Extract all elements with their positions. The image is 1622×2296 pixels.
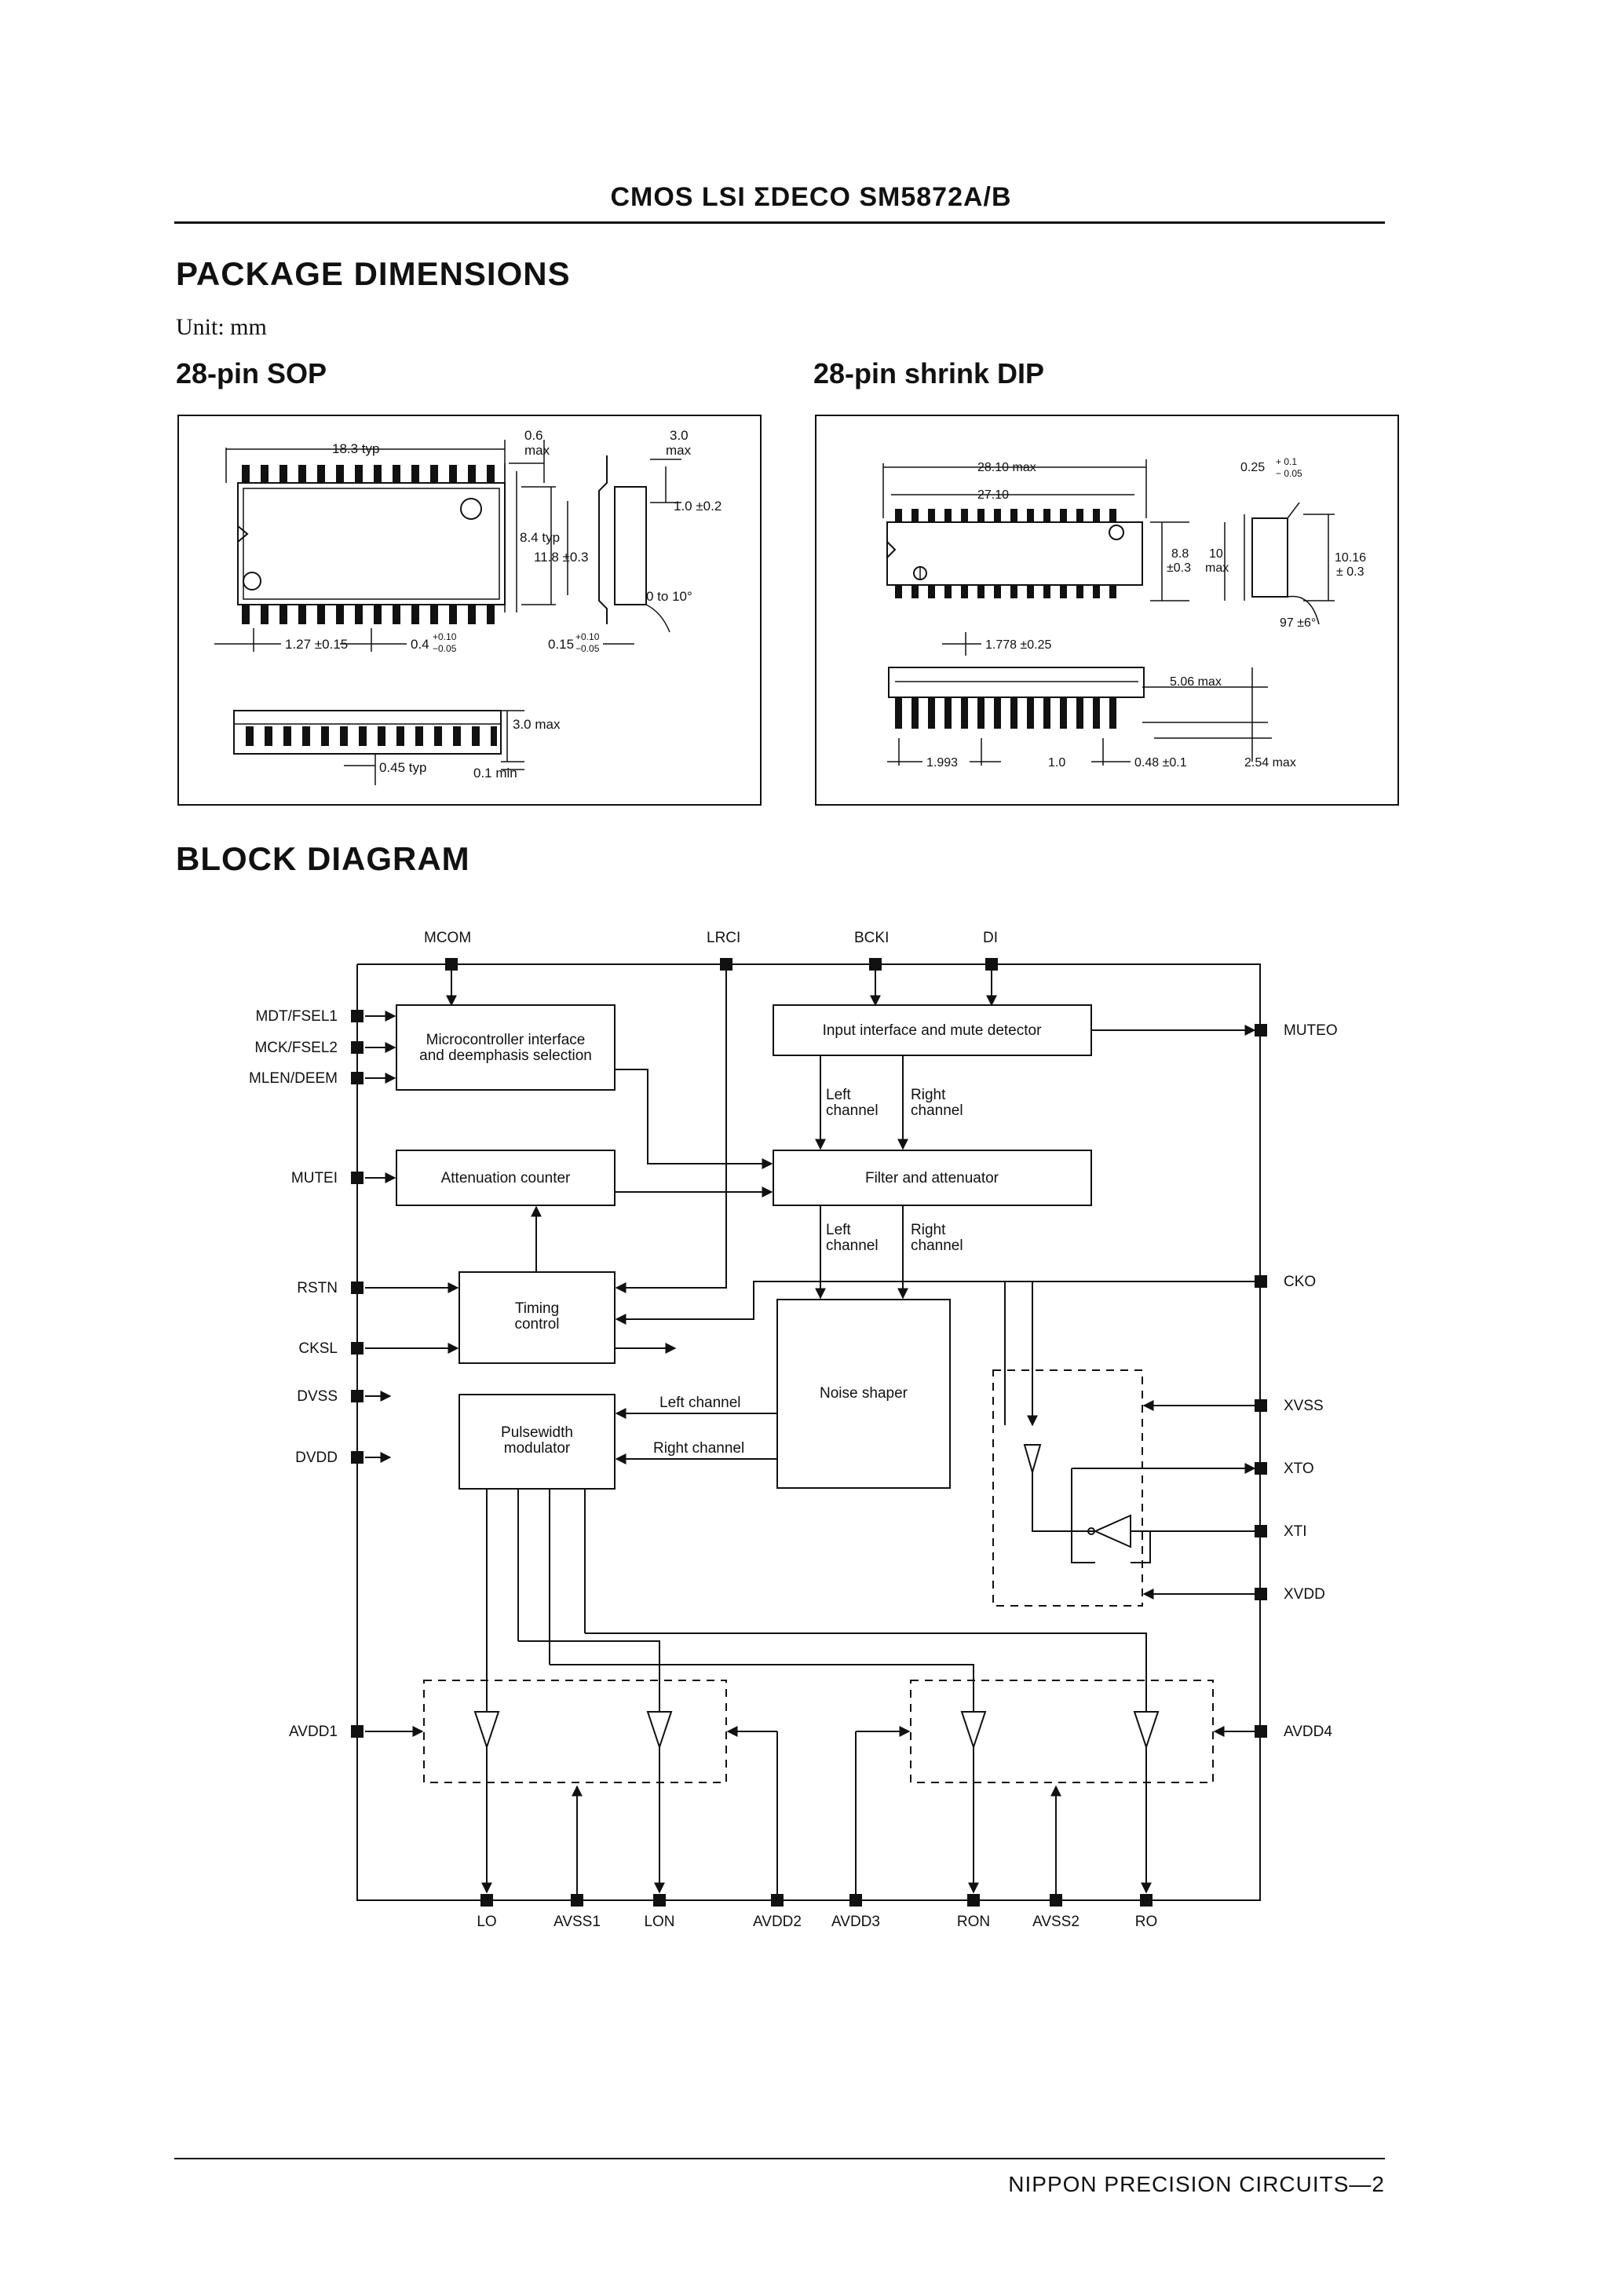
- sop-dim-0-6: 0.6: [524, 428, 543, 443]
- sop-dim-angle: 0 to 10°: [646, 589, 692, 604]
- pin-mdt-fsel1: MDT/FSEL1: [255, 1008, 338, 1025]
- block-diagram-heading: BLOCK DIAGRAM: [176, 840, 470, 877]
- dip-dim-10-16: 10.16: [1335, 551, 1366, 565]
- dip-dim-0-25-plus: + 0.1: [1276, 456, 1297, 467]
- unit-label: Unit: mm: [176, 314, 267, 340]
- sop-dim-lead-tol-minus: −0.05: [433, 643, 457, 654]
- block-timing-line2: control: [514, 1316, 559, 1333]
- sop-panel: 18.3 typ 0.6 max 3.0 max 1.0 ±0.2 8.4 ty…: [177, 415, 762, 806]
- sop-dim-3-0-max: max: [666, 443, 692, 458]
- pin-avdd1: AVDD1: [289, 1724, 338, 1740]
- pin-ro: RO: [1135, 1914, 1158, 1930]
- pin-xvss: XVSS: [1284, 1398, 1324, 1414]
- pin-avss2: AVSS2: [1032, 1914, 1080, 1930]
- dip-panel: 28.10 max 27.10 0.25 + 0.1 − 0.05 8.8 ±0…: [815, 415, 1399, 806]
- header-rule: [174, 221, 1385, 224]
- sop-dim-thick: 0.15: [548, 637, 574, 652]
- dip-dim-0-48: 0.48 ±0.1: [1134, 756, 1187, 770]
- sop-dim-lead-tol-plus: +0.10: [433, 631, 457, 642]
- label-left-channel-2: channel: [826, 1238, 879, 1254]
- sop-dim-length: 18.3 typ: [332, 441, 380, 456]
- pin-avdd2: AVDD2: [753, 1914, 802, 1930]
- pin-cko: CKO: [1284, 1274, 1316, 1290]
- sop-dim-width: 0.45 typ: [379, 760, 427, 775]
- sop-dim-0-6-max: max: [524, 443, 550, 458]
- block-attenuation-counter: Attenuation counter: [441, 1170, 571, 1186]
- dip-dim-pitch: 1.778 ±0.25: [985, 638, 1052, 652]
- sop-dim-3-0: 3.0: [670, 428, 689, 443]
- dip-dim-body: 27.10: [977, 488, 1009, 502]
- pin-lrci: LRCI: [707, 930, 740, 946]
- pin-mcom: MCOM: [424, 930, 471, 946]
- pin-avdd3: AVDD3: [831, 1914, 880, 1930]
- dip-dim-length: 28.10 max: [977, 461, 1036, 474]
- sop-dim-1-0: 1.0 ±0.2: [674, 499, 721, 514]
- pin-mck-fsel2: MCK/FSEL2: [254, 1040, 338, 1056]
- block-pwm-line1: Pulsewidth: [501, 1424, 573, 1441]
- dip-title: 28-pin shrink DIP: [813, 357, 1045, 389]
- label-left-2: Left: [826, 1222, 851, 1238]
- label-right-channel-2: channel: [911, 1238, 963, 1254]
- dip-dim-1-0: 1.0: [1048, 756, 1065, 770]
- dip-dim-10-max: max: [1205, 561, 1229, 575]
- dip-dim-8-8: 8.8: [1171, 547, 1189, 561]
- sop-dim-thick-tol-minus: −0.05: [575, 643, 600, 654]
- pin-dvss: DVSS: [297, 1388, 338, 1405]
- dip-drawing: 28.10 max 27.10 0.25 + 0.1 − 0.05 8.8 ±0…: [882, 456, 1366, 770]
- pin-mutei: MUTEI: [291, 1170, 338, 1186]
- pin-xto: XTO: [1284, 1461, 1314, 1477]
- label-left-channel-1: channel: [826, 1102, 879, 1119]
- dip-dim-10: 10: [1209, 547, 1223, 561]
- label-left-1: Left: [826, 1087, 851, 1103]
- sop-dim-pitch: 1.27 ±0.15: [285, 637, 348, 652]
- sop-drawing: 18.3 typ 0.6 max 3.0 max 1.0 ±0.2 8.4 ty…: [214, 428, 721, 785]
- sop-dim-thick-tol-plus: +0.10: [575, 631, 600, 642]
- dip-dim-2-54: 2.54 max: [1244, 756, 1296, 770]
- block-noise-shaper: Noise shaper: [820, 1385, 908, 1402]
- pin-di: DI: [983, 930, 998, 946]
- dip-dim-10-16-tol: ± 0.3: [1336, 565, 1364, 579]
- label-right-channel-1: channel: [911, 1102, 963, 1119]
- label-right-channel-pwm: Right channel: [653, 1440, 744, 1457]
- pin-avdd4: AVDD4: [1284, 1724, 1332, 1740]
- dip-dim-1-993: 1.993: [926, 756, 958, 770]
- label-right-1: Right: [911, 1087, 946, 1103]
- dip-dim-0-25-minus: − 0.05: [1276, 468, 1302, 479]
- sop-dim-standoff: 0.1 min: [473, 766, 517, 781]
- block-micro-line2: and deemphasis selection: [419, 1047, 592, 1064]
- pin-bcki: BCKI: [854, 930, 889, 946]
- pin-mlen-deem: MLEN/DEEM: [249, 1070, 338, 1087]
- footer-text: NIPPON PRECISION CIRCUITS—2: [1008, 2172, 1385, 2196]
- document-title: CMOS LSI ΣDECO SM5872A/B: [610, 182, 1012, 212]
- dip-dim-8-8-tol: ±0.3: [1167, 561, 1191, 575]
- pin-xvdd: XVDD: [1284, 1586, 1325, 1603]
- sop-dim-8-4: 8.4 typ: [520, 530, 560, 545]
- pin-xti: XTI: [1284, 1523, 1307, 1540]
- pin-muteo: MUTEO: [1284, 1022, 1338, 1039]
- block-input-interface: Input interface and mute detector: [823, 1022, 1043, 1039]
- sop-dim-height: 3.0 max: [513, 717, 561, 732]
- sop-title: 28-pin SOP: [176, 357, 327, 389]
- pin-avss1: AVSS1: [553, 1914, 601, 1930]
- dip-dim-0-25: 0.25: [1240, 461, 1265, 474]
- pin-dvdd: DVDD: [295, 1450, 338, 1466]
- pin-ron: RON: [957, 1914, 990, 1930]
- dip-dim-height: 5.06 max: [1170, 675, 1222, 689]
- label-right-2: Right: [911, 1222, 946, 1238]
- dip-dim-angle: 97 ±6°: [1280, 616, 1316, 630]
- footer-rule: [174, 2158, 1385, 2159]
- pin-lo: LO: [477, 1914, 496, 1930]
- package-dimensions-heading: PACKAGE DIMENSIONS: [176, 255, 571, 292]
- sop-dim-lead: 0.4: [411, 637, 429, 652]
- label-left-channel-pwm: Left channel: [659, 1395, 741, 1411]
- block-filter-attenuator: Filter and attenuator: [865, 1170, 999, 1186]
- sop-dim-11-8: 11.8 ±0.3: [534, 550, 589, 565]
- block-timing-line1: Timing: [515, 1300, 559, 1317]
- pin-rstn: RSTN: [297, 1280, 338, 1296]
- pin-cksl: CKSL: [298, 1340, 338, 1357]
- block-micro-line1: Microcontroller interface: [426, 1032, 586, 1048]
- block-pwm-line2: modulator: [504, 1440, 571, 1457]
- pin-lon: LON: [644, 1914, 674, 1930]
